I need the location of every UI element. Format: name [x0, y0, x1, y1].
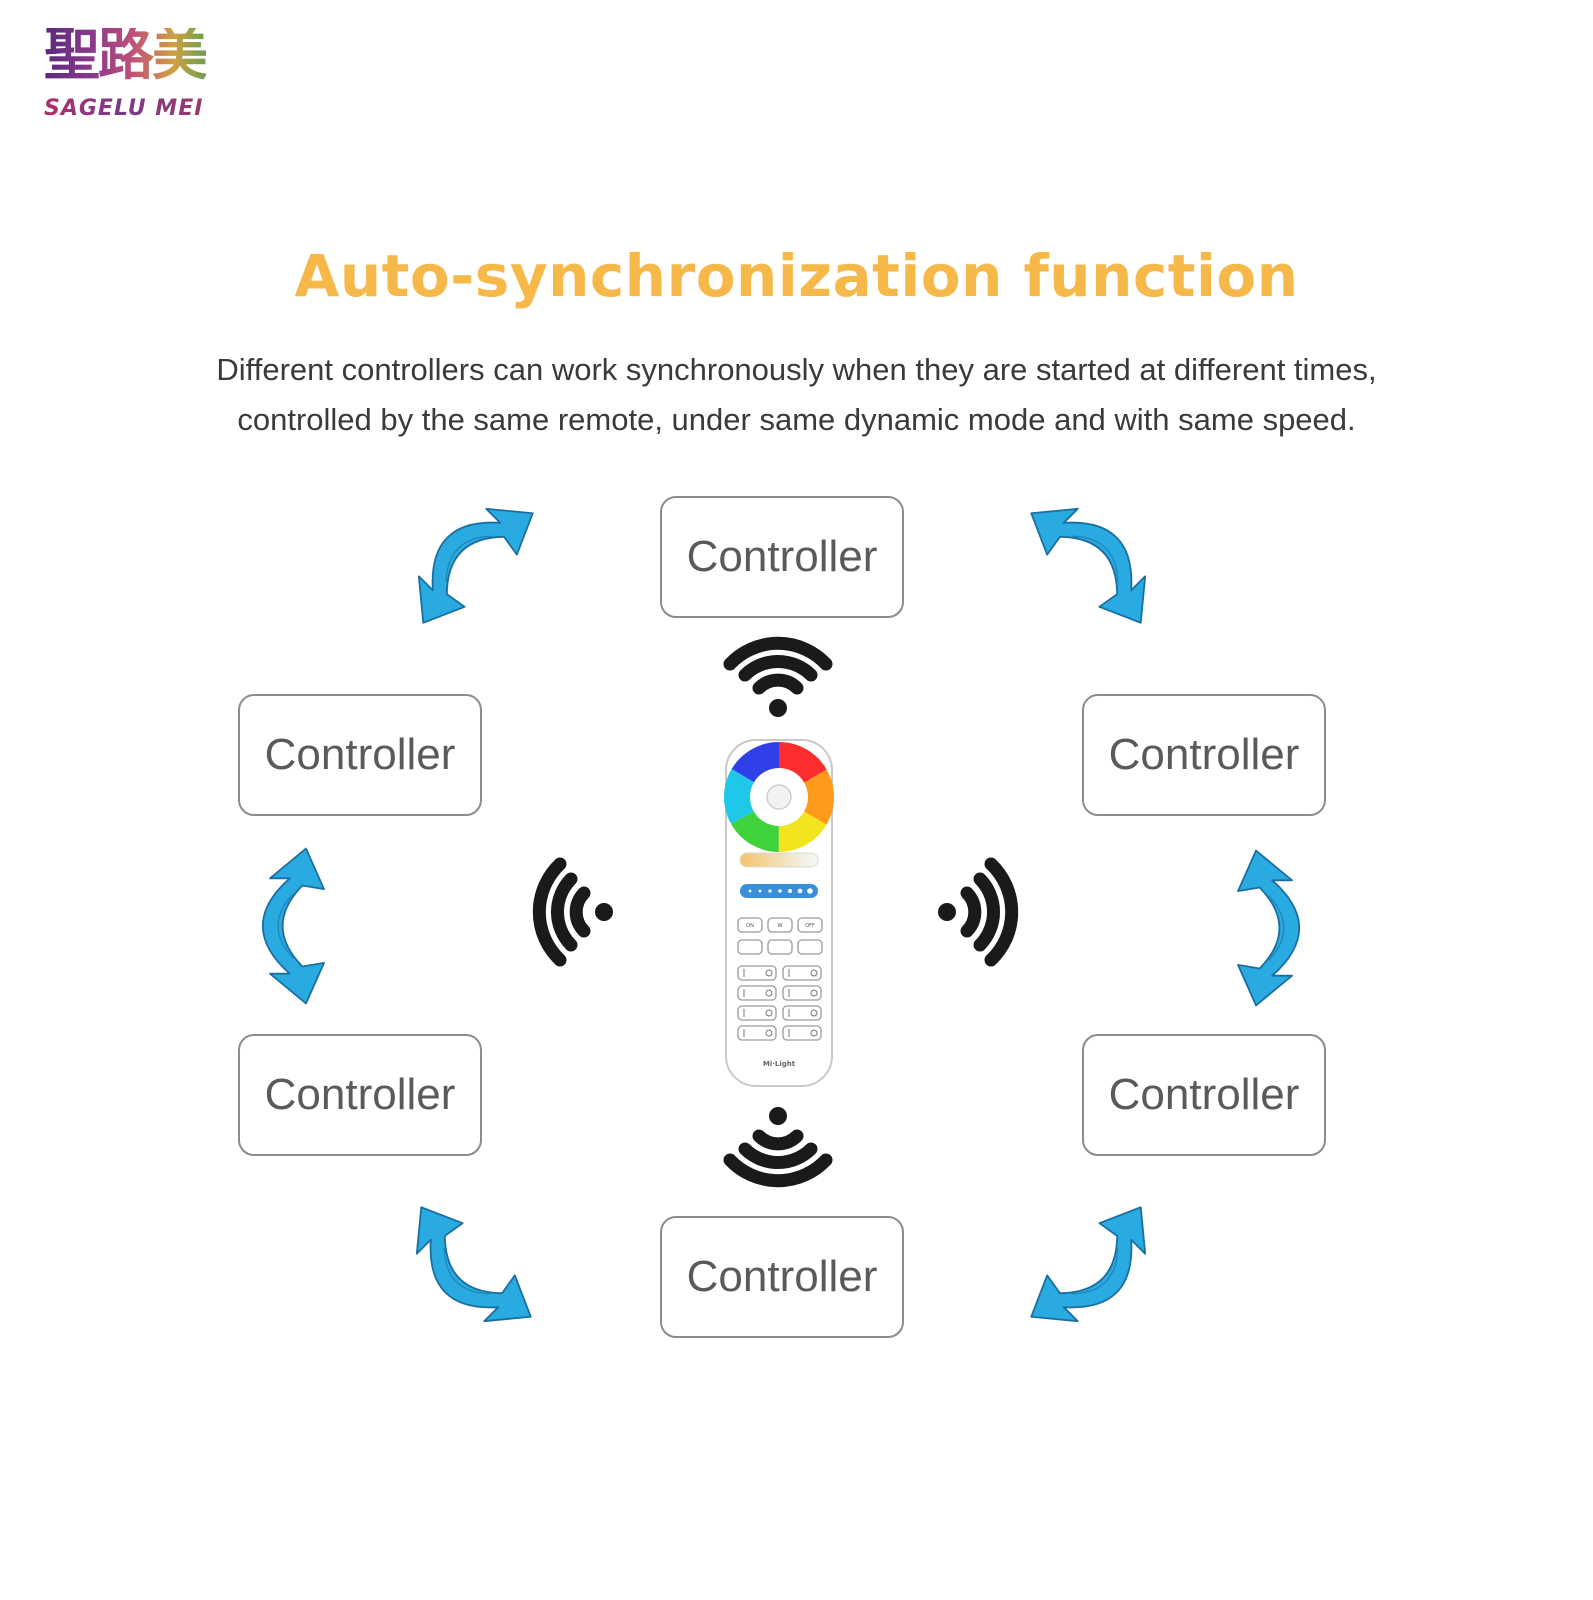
controller-box-lower-left: Controller: [238, 1034, 482, 1156]
wifi-signal-icon: [723, 1107, 833, 1188]
remote-on-label: ON: [746, 923, 754, 929]
logo-latin-text: SAGELU MEI: [44, 96, 204, 121]
remote-control-icon: ON W OFF Mi·Light: [724, 739, 834, 1087]
curved-double-arrow-icon: [1017, 481, 1173, 637]
curved-double-arrow-icon: [389, 1193, 545, 1349]
curved-double-arrow-icon: [1237, 849, 1301, 1007]
wifi-signal-icon: [532, 857, 613, 967]
page-title: Auto-synchronization function: [294, 242, 1299, 310]
logo-chinese-text: 聖路美: [44, 23, 208, 88]
remote-brand-label: Mi·Light: [763, 1060, 796, 1068]
controller-box-bottom: Controller: [660, 1216, 904, 1338]
controller-box-top: Controller: [660, 496, 904, 618]
remote-w-label: W: [778, 923, 783, 929]
wifi-signal-icon: [723, 636, 833, 717]
curved-double-arrow-icon: [261, 847, 325, 1005]
brand-logo: 聖路美 SAGELU MEI: [40, 18, 230, 130]
controller-box-lower-right: Controller: [1082, 1034, 1326, 1156]
curved-double-arrow-icon: [1017, 1193, 1173, 1349]
wifi-signal-icon: [938, 857, 1019, 967]
description-line-2: controlled by the same remote, under sam…: [237, 402, 1356, 437]
description-line-1: Different controllers can work synchrono…: [216, 352, 1377, 387]
remote-off-label: OFF: [805, 923, 815, 929]
controller-box-upper-left: Controller: [238, 694, 482, 816]
curved-double-arrow-icon: [391, 481, 547, 637]
controller-box-upper-right: Controller: [1082, 694, 1326, 816]
